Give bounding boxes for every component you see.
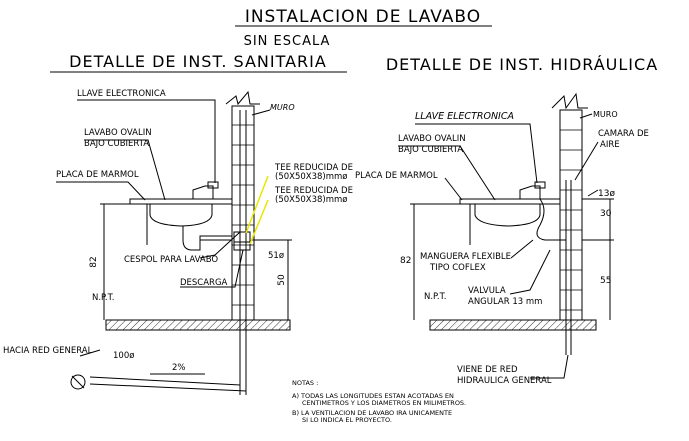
right-faucet-sensor <box>534 181 546 189</box>
label-llave-right: LLAVE ELECTRONICA <box>415 111 514 122</box>
right-leader-camara <box>574 141 599 181</box>
right-leader-valvula <box>509 249 551 295</box>
right-floor-hatch <box>429 319 597 331</box>
right-flex-hose <box>536 198 566 241</box>
label-tee1a: TEE REDUCIDA DE <box>274 163 353 173</box>
left-drain-run-b <box>89 330 247 392</box>
notes-block: NOTAS : A) TODAS LAS LONGITUDES ESTAN AC… <box>292 379 466 424</box>
left-faucet-sensor <box>207 181 219 189</box>
note-b-2: SI LO INDICA EL PROYECTO. <box>302 416 392 424</box>
label-muro-left: MURO <box>270 103 295 112</box>
right-wall-break <box>551 92 588 110</box>
right-leader-viene <box>530 354 569 379</box>
label-npt-right: N.P.T. <box>424 292 446 302</box>
left-wall <box>231 105 255 321</box>
label-d100: 100ø <box>113 351 134 361</box>
left-registro-x <box>71 375 85 389</box>
label-descarga: DESCARGA <box>180 278 228 288</box>
tee-leaders <box>245 175 269 245</box>
label-tee1b: (50X50X38)mmø <box>275 172 348 182</box>
left-leader-muro <box>251 109 271 116</box>
left-tee-upper <box>233 231 251 243</box>
right-faucet <box>519 185 541 199</box>
left-leader-placa <box>56 181 146 201</box>
left-basin <box>149 204 213 227</box>
left-leader-llave <box>77 99 216 183</box>
label-viene-1: VIENE DE RED <box>457 365 518 375</box>
right-basin <box>474 204 541 227</box>
left-floor-hatch <box>105 319 291 331</box>
right-leader-d13 <box>587 189 599 197</box>
sanitary-detail <box>56 90 292 395</box>
label-placa-right: PLACA DE MARMOL <box>355 171 438 181</box>
label-lavabo-left-2: BAJO CUBIERTA <box>84 139 149 149</box>
left-leader-hacia <box>79 349 101 357</box>
left-registro <box>70 374 86 390</box>
label-dim55: 55 <box>600 276 611 286</box>
label-dim30: 30 <box>600 209 612 219</box>
label-dim50: 50 <box>277 274 287 286</box>
label-hacia: HACIA RED GENERAL <box>3 346 93 356</box>
label-dim82-right: 82 <box>400 256 411 266</box>
label-tee2b: (50X50X38)mmø <box>275 195 348 205</box>
page-title: INSTALACION DE LAVABO <box>245 7 481 27</box>
left-faucet <box>192 185 214 199</box>
left-heading: DETALLE DE INST. SANITARIA <box>69 52 327 71</box>
left-leader-lavabo <box>84 139 166 201</box>
right-leader-manguera <box>510 239 534 259</box>
label-muro-right: MURO <box>593 110 618 119</box>
left-trap <box>182 235 232 251</box>
label-manguera-1: MANGUERA FLEXIBLE <box>420 252 511 262</box>
right-labels: LLAVE ELECTRONICA MURO CAMARA DE AIRE LA… <box>355 110 649 386</box>
label-llave-left: LLAVE ELECTRONICA <box>77 89 166 99</box>
note-a-1: A) TODAS LAS LONGITUDES ESTAN ACOTADAS E… <box>292 392 454 400</box>
label-tee2a: TEE REDUCIDA DE <box>274 186 353 196</box>
page-subtitle: SIN ESCALA <box>244 34 331 49</box>
left-leader-cespol <box>199 231 241 259</box>
right-leader-placa <box>444 177 463 201</box>
left-labels: LLAVE ELECTRONICA MURO LAVABO OVALIN BAJ… <box>3 89 353 373</box>
notes-header: NOTAS : <box>292 379 318 387</box>
label-d13: 13ø <box>598 189 615 199</box>
right-leader-llave <box>415 123 538 184</box>
hydraulic-detail <box>398 92 614 379</box>
label-npt-left: N.P.T. <box>92 293 114 303</box>
left-tee-lower <box>233 241 251 251</box>
right-leader-lavabo <box>398 145 496 201</box>
left-drain-run-a <box>89 330 241 386</box>
label-cespol: CESPOL PARA LAVABO <box>124 255 218 265</box>
label-manguera-2: TIPO COFLEX <box>429 263 486 273</box>
label-slope: 2% <box>172 363 186 373</box>
label-lavabo-left-1: LAVABO OVALIN <box>84 128 152 138</box>
label-lavabo-right-2: BAJO CUBIERTA <box>398 145 463 155</box>
right-heading: DETALLE DE INST. HIDRÁULICA <box>386 55 658 74</box>
label-d51: 51ø <box>268 251 284 261</box>
label-camara-2: AIRE <box>600 140 620 150</box>
left-wall-break <box>225 90 260 106</box>
left-leader-descarga <box>180 249 244 288</box>
left-marble-slab <box>129 198 233 205</box>
right-leader-muro <box>579 113 593 119</box>
label-valvula-1: VALVULA <box>468 286 506 296</box>
note-a-2: CENTIMETROS Y LOS DIAMETROS EN MILIMETRO… <box>302 399 466 407</box>
label-placa-left: PLACA DE MARMOL <box>56 170 139 180</box>
label-lavabo-right-1: LAVABO OVALIN <box>398 134 466 144</box>
right-marble-slab <box>459 198 561 205</box>
label-viene-2: HIDRAULICA GENERAL <box>457 376 552 386</box>
left-wall-bricks <box>232 124 254 306</box>
label-valvula-2: ANGULAR 13 mm <box>468 297 542 307</box>
label-camara-1: CAMARA DE <box>598 129 649 139</box>
note-b-1: B) LA VENTILACION DE LAVABO IRA UNICAMEN… <box>292 409 452 417</box>
label-dim82-left: 82 <box>89 256 99 267</box>
